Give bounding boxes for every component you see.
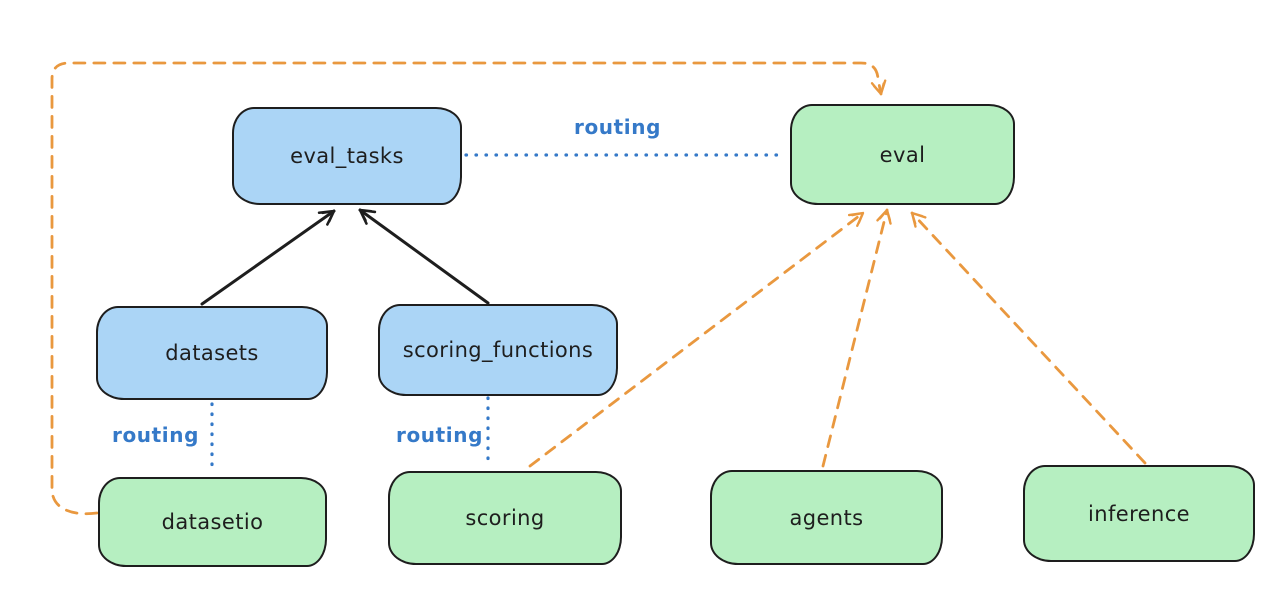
node-scoring: scoring (388, 471, 622, 565)
edge-scoring-to-eval (528, 211, 865, 468)
node-eval-label: eval (879, 142, 926, 167)
edge-agents-to-eval (821, 208, 892, 468)
node-datasets: datasets (96, 306, 328, 400)
node-agents: agents (710, 470, 943, 565)
node-inference: inference (1023, 465, 1255, 562)
node-eval: eval (790, 104, 1015, 205)
node-datasetio: datasetio (98, 477, 327, 567)
edge-label-routing-datasets-datasetio: routing (112, 423, 200, 447)
edge-label-routing-scoring-functions-scoring: routing (396, 423, 484, 447)
node-inference-label: inference (1088, 501, 1190, 526)
node-scoring-label: scoring (465, 506, 545, 530)
node-datasetio-label: datasetio (161, 510, 264, 534)
node-scoring-functions: scoring_functions (378, 304, 618, 396)
edge-datasets-to-eval-tasks (200, 209, 336, 306)
edge-scoring-functions-to-eval-tasks (358, 208, 490, 305)
edge-label-routing-eval-tasks-eval: routing (573, 115, 661, 139)
edge-inference-to-eval (910, 211, 1147, 465)
edge-datasetio-to-eval (50, 61, 887, 516)
node-eval-tasks: eval_tasks (232, 107, 462, 205)
node-eval-tasks-label: eval_tasks (290, 144, 404, 168)
node-agents-label: agents (789, 505, 864, 530)
node-scoring-functions-label: scoring_functions (402, 338, 594, 362)
node-datasets-label: datasets (165, 341, 259, 365)
